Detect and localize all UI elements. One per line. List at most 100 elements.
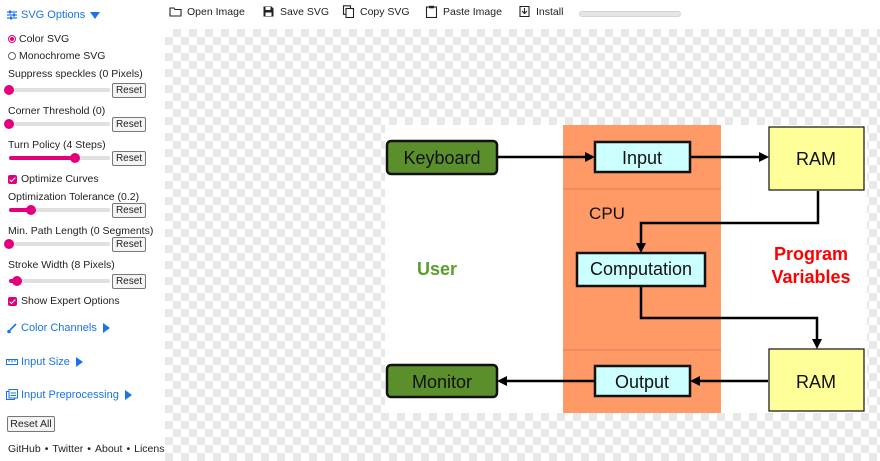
paste-image-button[interactable]: Paste Image — [425, 5, 502, 18]
ram-to-computation-arrow — [636, 191, 820, 253]
chevron-right-icon — [102, 323, 110, 333]
computation-to-ram-arrow — [639, 287, 822, 349]
ruler-icon — [6, 359, 18, 365]
show-expert-options-checkbox[interactable]: Show Expert Options — [8, 295, 120, 307]
svg-options-label: SVG Options — [21, 9, 86, 21]
min-path-length-reset-button[interactable]: Reset — [112, 237, 146, 252]
slider-thumb[interactable] — [4, 119, 14, 129]
cpu-label: CPU — [589, 204, 625, 223]
slider-fill — [9, 156, 75, 160]
about-link[interactable]: About — [94, 443, 123, 455]
user-label: User — [417, 259, 457, 279]
toolbar: Open Image Save SVG Copy SVG Paste Image — [165, 0, 880, 29]
install-icon — [519, 5, 530, 18]
optimization-tolerance-reset-button[interactable]: Reset — [112, 203, 146, 218]
chevron-down-icon — [90, 11, 101, 19]
color-channels-section[interactable]: Color Channels — [6, 322, 110, 334]
paste-image-label: Paste Image — [443, 5, 502, 18]
slider-thumb[interactable] — [69, 153, 80, 163]
input-preprocessing-section[interactable]: Input Preprocessing — [6, 389, 132, 401]
copy-svg-label: Copy SVG — [360, 5, 410, 18]
input-size-label: Input Size — [21, 356, 70, 368]
slider-thumb[interactable] — [12, 276, 23, 286]
svg-options-header[interactable]: SVG Options — [6, 9, 101, 21]
footer-separator: • — [44, 443, 49, 455]
turn-policy-label: Turn Policy (4 Steps) — [8, 139, 106, 151]
monochrome-svg-radio[interactable]: Monochrome SVG — [8, 50, 105, 62]
computation-text: Computation — [590, 259, 692, 279]
paintbrush-icon — [7, 323, 17, 334]
color-svg-label: Color SVG — [19, 33, 70, 45]
color-channels-label: Color Channels — [21, 322, 97, 334]
checkbox-checked-icon — [8, 296, 17, 306]
optimize-curves-checkbox[interactable]: Optimize Curves — [8, 173, 99, 185]
folder-icon — [169, 7, 182, 17]
clipboard-icon — [425, 5, 438, 18]
input-box — [593, 140, 692, 174]
footer-links: GitHub • Twitter • About • License — [8, 443, 170, 455]
slider-thumb[interactable] — [4, 85, 14, 95]
reset-all-button[interactable]: Reset All — [7, 416, 55, 432]
output-box — [593, 364, 692, 398]
keyboard-box — [385, 139, 499, 176]
radio-unselected-icon — [8, 52, 16, 60]
program-label: Program — [774, 244, 848, 264]
min-path-length-label: Min. Path Length (0 Segments) — [8, 225, 154, 237]
slider-thumb[interactable] — [4, 239, 14, 249]
variables-label: Variables — [771, 267, 850, 287]
slider-fill — [9, 208, 32, 212]
show-expert-options-label: Show Expert Options — [21, 295, 120, 307]
turn-policy-slider[interactable] — [9, 153, 110, 163]
install-label: Install — [536, 5, 564, 18]
options-sidebar: SVG Options Color SVG Monochrome SVG Sup… — [0, 0, 170, 461]
output-text: Output — [615, 372, 669, 392]
corner-threshold-reset-button[interactable]: Reset — [112, 117, 146, 132]
ram-top-box — [768, 126, 865, 191]
stroke-width-reset-button[interactable]: Reset — [112, 274, 146, 289]
chevron-right-icon — [124, 390, 132, 400]
optimization-tolerance-slider[interactable] — [9, 205, 110, 215]
suppress-speckles-label: Suppress speckles (0 Pixels) — [8, 68, 143, 80]
image-layers-icon — [6, 389, 18, 400]
copy-svg-button[interactable]: Copy SVG — [342, 5, 410, 18]
optimize-curves-label: Optimize Curves — [21, 173, 99, 185]
save-svg-button[interactable]: Save SVG — [262, 5, 329, 18]
floppy-disk-icon — [263, 6, 274, 17]
chevron-right-icon — [75, 357, 83, 367]
install-button[interactable]: Install — [518, 5, 563, 18]
corner-threshold-slider[interactable] — [4, 119, 110, 129]
monitor-text: Monitor — [412, 372, 472, 392]
computation-box — [575, 251, 707, 288]
color-svg-radio[interactable]: Color SVG — [8, 33, 69, 45]
svg-preview-image: Keyboard Input RAM CPU User Computation … — [385, 125, 867, 413]
checkbox-checked-icon — [8, 174, 17, 184]
suppress-speckles-slider[interactable] — [4, 85, 110, 95]
github-link[interactable]: GitHub — [8, 443, 41, 455]
sliders-icon — [7, 10, 17, 20]
save-svg-label: Save SVG — [280, 5, 330, 18]
stroke-width-label: Stroke Width (8 Pixels) — [8, 259, 115, 271]
open-image-button[interactable]: Open Image — [169, 5, 245, 18]
footer-separator: • — [126, 443, 131, 455]
radio-selected-icon — [8, 35, 16, 43]
input-size-section[interactable]: Input Size — [6, 356, 83, 368]
ram-bottom-text: RAM — [796, 372, 836, 392]
optimization-tolerance-label: Optimization Tolerance (0.2) — [8, 191, 140, 203]
keyboard-text: Keyboard — [403, 148, 480, 168]
turn-policy-reset-button[interactable]: Reset — [112, 151, 146, 166]
slider-thumb[interactable] — [26, 205, 37, 215]
open-image-label: Open Image — [187, 5, 245, 18]
min-path-length-slider[interactable] — [4, 239, 110, 249]
ram-bottom-box — [768, 348, 865, 412]
twitter-link[interactable]: Twitter — [52, 443, 84, 455]
license-link[interactable]: License — [134, 443, 171, 455]
input-text: Input — [622, 148, 662, 168]
suppress-speckles-reset-button[interactable]: Reset — [112, 83, 146, 98]
corner-threshold-label: Corner Threshold (0) — [8, 105, 106, 117]
copy-icon — [342, 5, 355, 18]
progress-bar — [579, 11, 681, 17]
monochrome-svg-label: Monochrome SVG — [19, 50, 106, 62]
stroke-width-slider[interactable] — [9, 276, 110, 286]
ram-top-text: RAM — [796, 149, 836, 169]
